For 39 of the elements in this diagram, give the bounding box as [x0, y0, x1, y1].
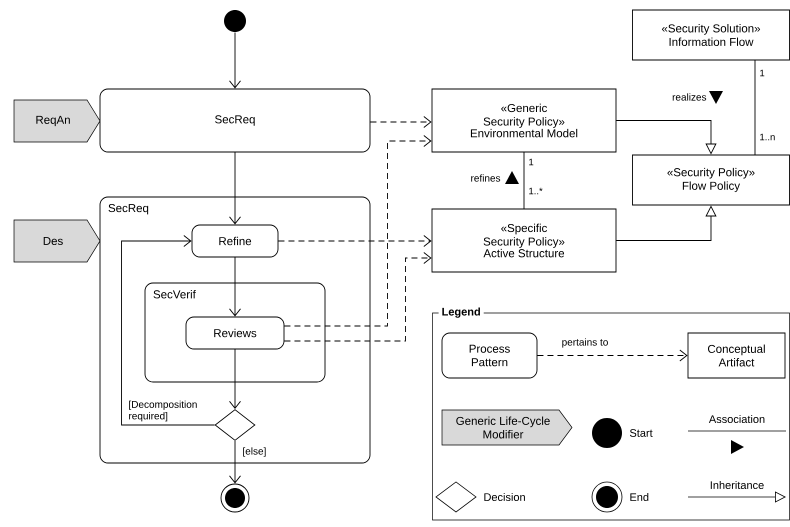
modifier-tag: Des	[14, 220, 100, 262]
class-box: «Specific Security Policy» Active Structure	[432, 208, 616, 272]
class-box: «Security Solution» Information Flow	[632, 10, 790, 60]
dependency-arrow	[278, 235, 432, 247]
arrow	[229, 257, 241, 317]
arrow	[229, 152, 241, 225]
dependency-arrow	[284, 135, 432, 326]
arrow	[229, 32, 241, 89]
legend-label: End	[630, 492, 648, 502]
legend-label: Start	[630, 429, 653, 437]
multiplicity-label: 1	[760, 70, 764, 76]
process-box: Process Pattern	[442, 332, 538, 378]
legend-label: Inheritance	[710, 480, 764, 490]
multiplicity-label: 1	[529, 158, 534, 166]
dependency-arrow	[537, 350, 688, 362]
class-box: «Generic Security Policy» Environmental Model	[432, 88, 616, 152]
process-box: SecReq	[100, 88, 370, 152]
class-box: «Security Policy» Flow Policy	[632, 154, 790, 206]
arrow	[229, 440, 241, 484]
dependency-arrow	[284, 252, 432, 342]
legend-label: Decision	[484, 492, 525, 502]
arrow	[229, 349, 241, 410]
start-node	[224, 10, 246, 32]
edge-label: refines	[471, 174, 500, 182]
class-box: Conceptual Artifact	[688, 332, 786, 378]
process-box: Refine	[192, 224, 278, 258]
arrow	[121, 235, 215, 426]
dependency-arrow	[370, 116, 432, 128]
edge-label: pertains to	[562, 338, 608, 348]
modifier-tag: Generic Life-Cycle Modifier	[442, 410, 572, 446]
edge-label: [else]	[243, 447, 266, 457]
legend-label: Association	[708, 414, 764, 424]
multiplicity-label: 1..n	[760, 134, 775, 140]
multiplicity-label: 1..*	[529, 188, 543, 194]
edge-label: [Decomposition required]	[129, 400, 197, 422]
process-box: Reviews	[186, 316, 284, 350]
edge-label: realizes	[672, 93, 706, 101]
end-node	[220, 484, 250, 512]
modifier-tag: ReqAn	[14, 100, 100, 142]
